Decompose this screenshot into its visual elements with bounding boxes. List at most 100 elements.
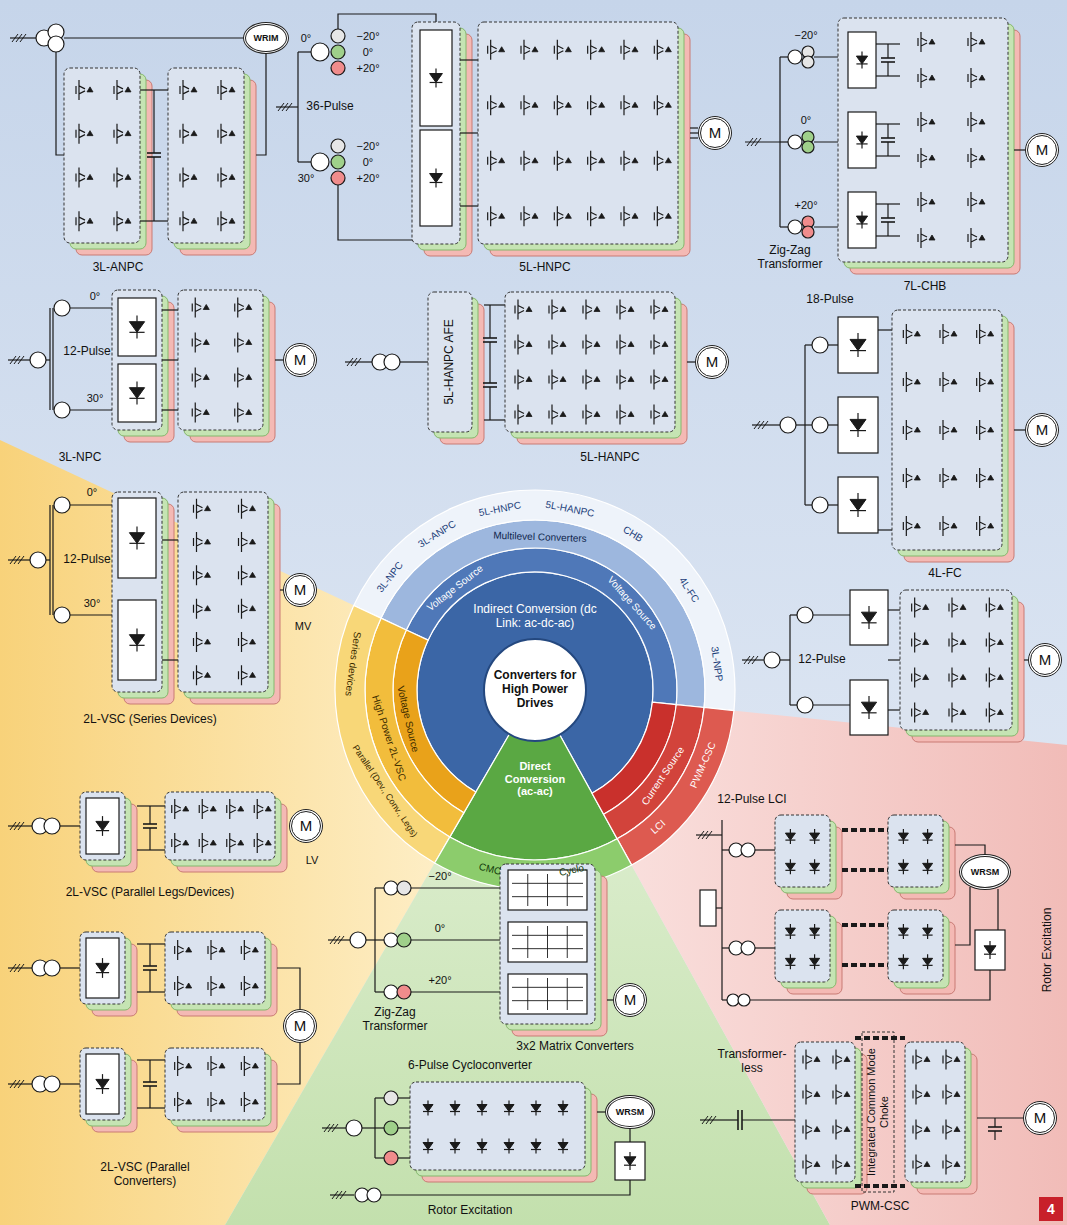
diode-symbol: [499, 158, 505, 163]
switch-symbol: [651, 370, 660, 390]
wire: [567, 978, 568, 1010]
diode-symbol: [129, 388, 144, 399]
wire: [790, 840, 791, 844]
wire: [857, 493, 858, 499]
wire: [298, 51, 311, 52]
wire: [861, 224, 862, 228]
switch-symbol: [912, 668, 921, 688]
winding-symbol: [802, 226, 814, 238]
diode-symbol: [219, 983, 225, 988]
switch-symbol: [968, 112, 977, 132]
diode-symbol: [856, 136, 867, 144]
node-text: WRSM: [616, 1107, 645, 1117]
wire: [328, 939, 350, 940]
wire: [790, 954, 791, 958]
wire: [275, 359, 283, 360]
dc-link-choke: [842, 868, 888, 872]
wire: [903, 840, 904, 844]
winding-symbol: [384, 881, 398, 895]
diode-symbol: [203, 340, 209, 345]
wire: [256, 54, 266, 155]
diode-symbol: [665, 102, 671, 107]
diode-symbol: [183, 840, 189, 845]
diode-symbol: [526, 412, 532, 417]
wire: [567, 926, 568, 958]
switch-symbol: [588, 40, 597, 60]
wire: [805, 344, 812, 345]
wire: [8, 1083, 32, 1084]
wire: [136, 645, 137, 651]
rectifier-block: [975, 930, 1005, 970]
node-text: M: [300, 817, 313, 834]
wire: [483, 337, 497, 339]
switch-symbol: [241, 1056, 250, 1076]
winding-symbol: [384, 354, 400, 370]
diode-symbol: [477, 1105, 487, 1112]
wire: [136, 527, 137, 533]
converter-name: 7L-CHB: [904, 280, 947, 294]
wire: [755, 947, 775, 948]
wire: [547, 874, 548, 906]
diode-symbol: [252, 1063, 258, 1068]
converter-block: [775, 815, 830, 887]
wire: [737, 1110, 739, 1130]
wire: [997, 889, 998, 930]
diode-symbol: [265, 840, 271, 845]
wire: [136, 316, 137, 322]
wire: [994, 1118, 995, 1127]
winding-symbol: [331, 45, 345, 59]
winding-symbol: [30, 352, 46, 368]
diode-symbol: [229, 174, 235, 179]
switch-symbol: [949, 633, 958, 653]
wire: [927, 954, 928, 958]
wire: [149, 828, 150, 850]
rectifier-block: [86, 798, 119, 854]
diode-symbol: [558, 1143, 568, 1150]
switch-symbol: [521, 206, 530, 226]
diode-symbol: [565, 158, 571, 163]
dc-link-choke: [842, 963, 888, 967]
rectifier-block: [838, 317, 878, 373]
switch-symbol: [239, 665, 248, 685]
wire: [427, 1150, 428, 1154]
diode-symbol: [898, 928, 908, 935]
wire: [547, 978, 548, 1010]
winding-symbol: [44, 818, 60, 834]
switch-symbol: [621, 151, 630, 171]
switch-symbol: [239, 632, 248, 652]
switch-symbol: [235, 333, 244, 353]
diode-symbol: [951, 523, 957, 528]
wire: [136, 332, 137, 338]
switch-symbol: [239, 599, 248, 619]
switch-symbol: [254, 833, 263, 853]
wire: [814, 924, 815, 928]
wire: [481, 1139, 482, 1143]
wire: [690, 132, 698, 133]
switch-symbol: [949, 668, 958, 688]
motor-symbol: M: [283, 1009, 317, 1043]
wire: [861, 52, 862, 56]
diode-symbol: [632, 102, 638, 107]
wire: [143, 969, 157, 971]
diode-symbol: [250, 606, 256, 611]
switch-symbol: [986, 703, 995, 723]
diode-symbol: [246, 410, 252, 415]
diode-symbol: [923, 928, 933, 935]
wire: [629, 1152, 630, 1157]
switch-symbol: [803, 1085, 812, 1105]
converter-block: [775, 910, 830, 982]
rectifier-block: [86, 1054, 119, 1114]
diode-symbol: [250, 572, 256, 577]
wire: [483, 382, 497, 384]
diode-symbol: [997, 675, 1003, 680]
diode-symbol: [477, 1143, 487, 1150]
diode-symbol: [929, 39, 935, 44]
wire: [64, 37, 243, 38]
wire: [535, 1150, 536, 1154]
pulse-label: 36-Pulse: [306, 100, 353, 114]
wire: [721, 985, 722, 1000]
diode-symbol: [526, 342, 532, 347]
rectifier-block: [118, 498, 156, 578]
wire: [903, 965, 904, 969]
diode-symbol: [624, 1157, 636, 1165]
